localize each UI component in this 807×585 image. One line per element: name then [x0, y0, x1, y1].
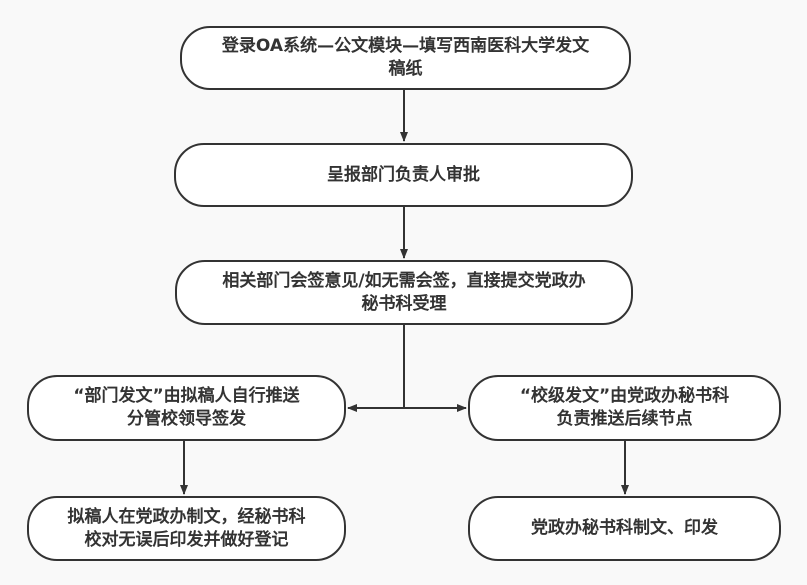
- node-text-line: 稿纸: [388, 59, 423, 79]
- node-text-line: 呈报部门负责人审批: [327, 164, 480, 185]
- node-text-line: “校级发文”由党政办秘书科: [519, 386, 730, 406]
- node-text-line: 拟稿人在党政办制文，经秘书科: [67, 506, 306, 527]
- node-school-document: “校级发文”由党政办秘书科 负责推送后续节点: [468, 375, 781, 441]
- node-countersign-submit: 相关部门会签意见/如无需会签，直接提交党政办 秘书科受理: [175, 260, 633, 325]
- node-dept-head-approval: 呈报部门负责人审批: [174, 143, 633, 207]
- node-text-line: “部门发文”由拟稿人自行推送: [73, 386, 300, 406]
- node-text-line: 秘书科受理: [361, 293, 447, 314]
- node-text-line: 校对无误后印发并做好登记: [84, 529, 289, 550]
- node-text-line: 分管校领导签发: [126, 409, 246, 429]
- node-text-line: 相关部门会签意见/如无需会签，直接提交党政办: [222, 270, 586, 291]
- node-dept-document: “部门发文”由拟稿人自行推送 分管校领导签发: [27, 375, 346, 441]
- node-secretariat-produce-issue: 党政办秘书科制文、印发: [468, 496, 781, 561]
- node-text-line: 登录OA系统—公文模块—填写西南医科大学发文: [221, 36, 590, 56]
- node-text-line: 党政办秘书科制文、印发: [531, 518, 718, 538]
- node-text-line: 负责推送后续节点: [556, 409, 693, 429]
- node-drafter-produce-register: 拟稿人在党政办制文，经秘书科 校对无误后印发并做好登记: [27, 496, 346, 561]
- node-login-oa-draft: 登录OA系统—公文模块—填写西南医科大学发文 稿纸: [180, 26, 631, 90]
